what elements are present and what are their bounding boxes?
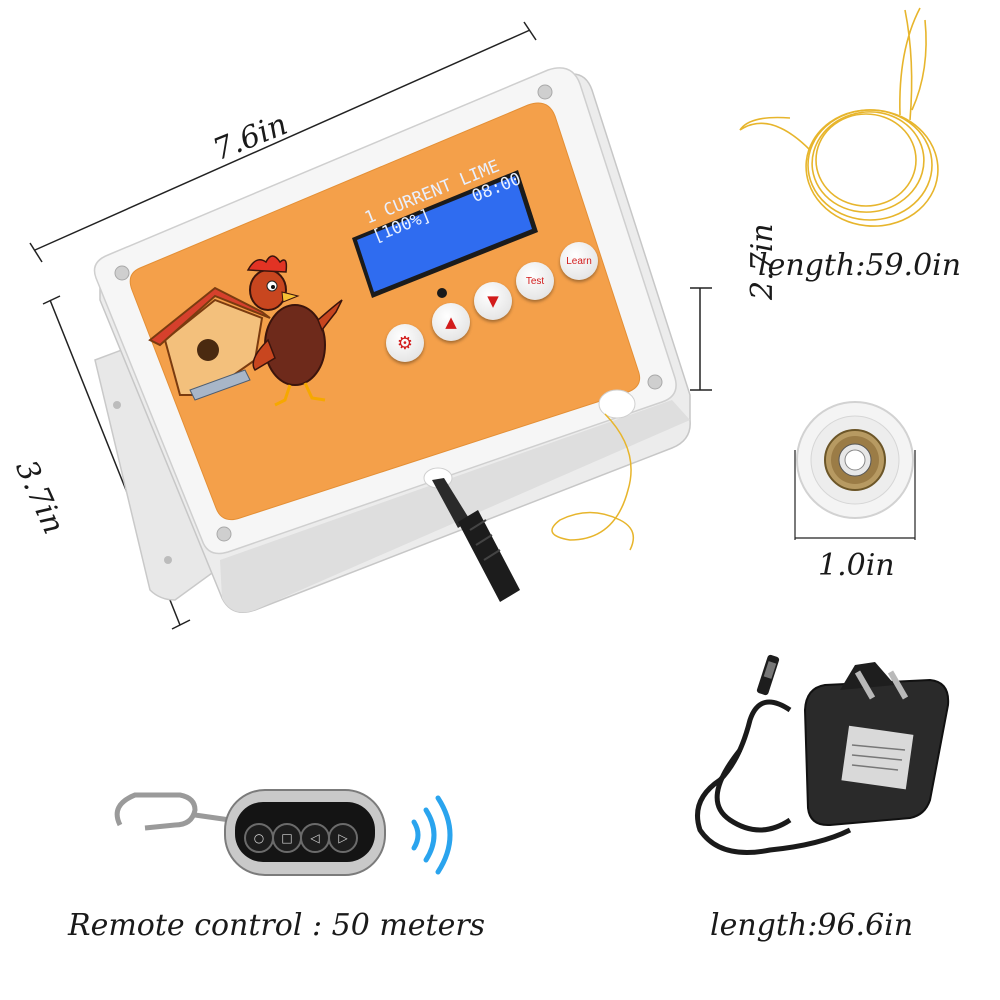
learn-button[interactable]: Learn bbox=[560, 242, 598, 280]
triangle-down-icon: ▼ bbox=[487, 292, 499, 310]
circle-icon: ○ bbox=[253, 831, 265, 845]
remote-button-1[interactable]: ○ bbox=[244, 823, 274, 853]
lcd-screen bbox=[352, 170, 538, 298]
wire-coil bbox=[739, 7, 939, 227]
cable-gland-right bbox=[598, 389, 636, 419]
ir-sensor bbox=[437, 288, 447, 298]
rooster-illustration bbox=[148, 255, 343, 407]
remote-caption: Remote control : 50 meters bbox=[68, 908, 486, 943]
wheel-size-label: 1.0in bbox=[818, 548, 895, 583]
wire-length-label: length:59.0in bbox=[758, 248, 962, 283]
adapter-length-label: length:96.6in bbox=[710, 908, 914, 943]
triangle-up-icon: ▲ bbox=[445, 313, 457, 331]
gear-icon: ⚙ bbox=[396, 332, 414, 354]
wireless-signal-icon bbox=[411, 795, 453, 875]
triangle-right-icon: ▷ bbox=[338, 831, 348, 845]
remote-button-2[interactable]: □ bbox=[272, 823, 302, 853]
remote-button-4[interactable]: ▷ bbox=[328, 823, 358, 853]
up-button[interactable]: ▲ bbox=[432, 303, 470, 341]
power-adapter bbox=[695, 654, 950, 855]
sensor-wire bbox=[551, 413, 635, 551]
down-button[interactable]: ▼ bbox=[474, 282, 512, 320]
triangle-left-icon: ◁ bbox=[310, 831, 320, 845]
test-button[interactable]: Test bbox=[516, 262, 554, 300]
dc-cable bbox=[432, 478, 470, 528]
square-icon: □ bbox=[281, 831, 293, 845]
remote-button-3[interactable]: ◁ bbox=[300, 823, 330, 853]
pulley-wheel bbox=[794, 401, 916, 540]
settings-button[interactable]: ⚙ bbox=[386, 324, 424, 362]
